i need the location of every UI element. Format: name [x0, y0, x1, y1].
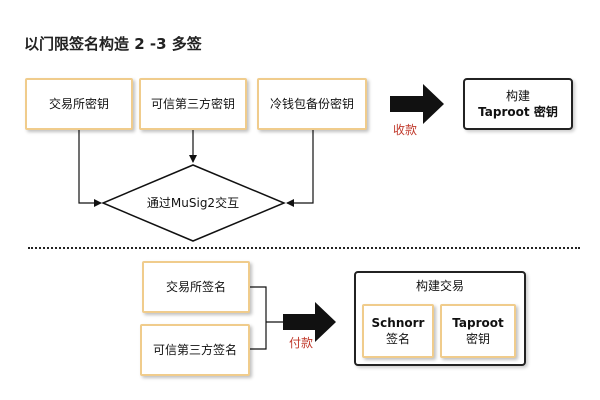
- third-party-key-label: 可信第三方密钥: [150, 97, 235, 111]
- pay-label: 付款: [289, 336, 314, 350]
- pay-big-arrow: [283, 302, 336, 342]
- schnorr-signature-box: Schnorr 签名: [362, 304, 434, 358]
- result-line2: Taproot 密钥: [478, 105, 558, 119]
- exchange-key-label: 交易所密钥: [48, 97, 109, 111]
- cold-wallet-key-label: 冷钱包备份密钥: [269, 97, 354, 111]
- taproot-line1: Taproot: [452, 316, 504, 330]
- exchange-signature-box: 交易所签名: [142, 261, 250, 313]
- signature-bracket: [248, 286, 267, 350]
- third-party-key-box: 可信第三方密钥: [139, 78, 247, 130]
- receive-label: 收款: [393, 123, 418, 137]
- result-line1: 构建: [505, 89, 530, 103]
- exchange-signature-label: 交易所签名: [165, 280, 226, 294]
- taproot-line2: 密钥: [465, 332, 490, 346]
- taproot-key-result-box: 构建 Taproot 密钥: [463, 78, 573, 130]
- exchange-key-box: 交易所密钥: [25, 78, 133, 130]
- receive-big-arrow: [390, 84, 444, 124]
- third-party-signature-label: 可信第三方签名: [152, 343, 237, 357]
- third-party-signature-box: 可信第三方签名: [140, 324, 250, 376]
- diagram-title: 以门限签名构造 2 -3 多签: [24, 35, 202, 53]
- section-divider: [28, 247, 580, 249]
- connector-exchange-key: [78, 130, 102, 207]
- build-transaction-title: 构建交易: [415, 279, 464, 293]
- taproot-key-box: Taproot 密钥: [440, 304, 516, 358]
- schnorr-line1: Schnorr: [371, 316, 425, 330]
- cold-wallet-key-box: 冷钱包备份密钥: [257, 78, 367, 130]
- schnorr-line2: 签名: [385, 332, 410, 346]
- musig2-label: 通过MuSig2交互: [146, 196, 240, 210]
- musig2-diamond: [101, 164, 286, 242]
- connector-cold-wallet-key: [286, 130, 314, 207]
